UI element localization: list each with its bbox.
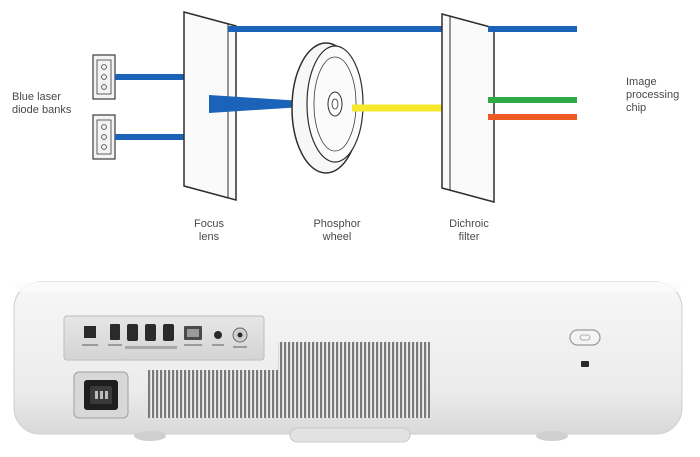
foot-right — [536, 431, 568, 441]
vent-grille-upper — [278, 342, 430, 372]
label-phosphor-wheel: Phosphor wheel — [313, 218, 361, 243]
status-sensor — [581, 361, 589, 367]
focused-blue-cone — [209, 95, 318, 113]
power-button[interactable] — [569, 329, 601, 346]
vent-grille-lower — [148, 370, 430, 418]
dichroic-filter — [441, 13, 495, 203]
phosphor-wheel — [291, 42, 364, 174]
ir-port[interactable] — [214, 331, 222, 339]
optical-port[interactable] — [84, 326, 96, 338]
label-focus-lens: Focus lens — [194, 218, 224, 243]
foot-left — [134, 431, 166, 441]
hdmi-port-3[interactable] — [163, 324, 174, 341]
laser-diode-bank-bottom — [92, 114, 116, 160]
laser-diode-bank-top — [92, 54, 116, 100]
label-dichroic-filter: Dichroic filter — [449, 218, 489, 243]
center-base — [289, 427, 411, 443]
hdmi-port-1[interactable] — [127, 324, 138, 341]
usb-port[interactable] — [110, 324, 120, 340]
optical-path-diagram — [92, 11, 577, 203]
hdmi-port-2[interactable] — [145, 324, 156, 341]
label-image-chip: Image processing chip — [626, 76, 680, 114]
label-laser-banks: Blue laser diode banks — [12, 91, 72, 116]
projector-rear-view — [13, 281, 683, 443]
